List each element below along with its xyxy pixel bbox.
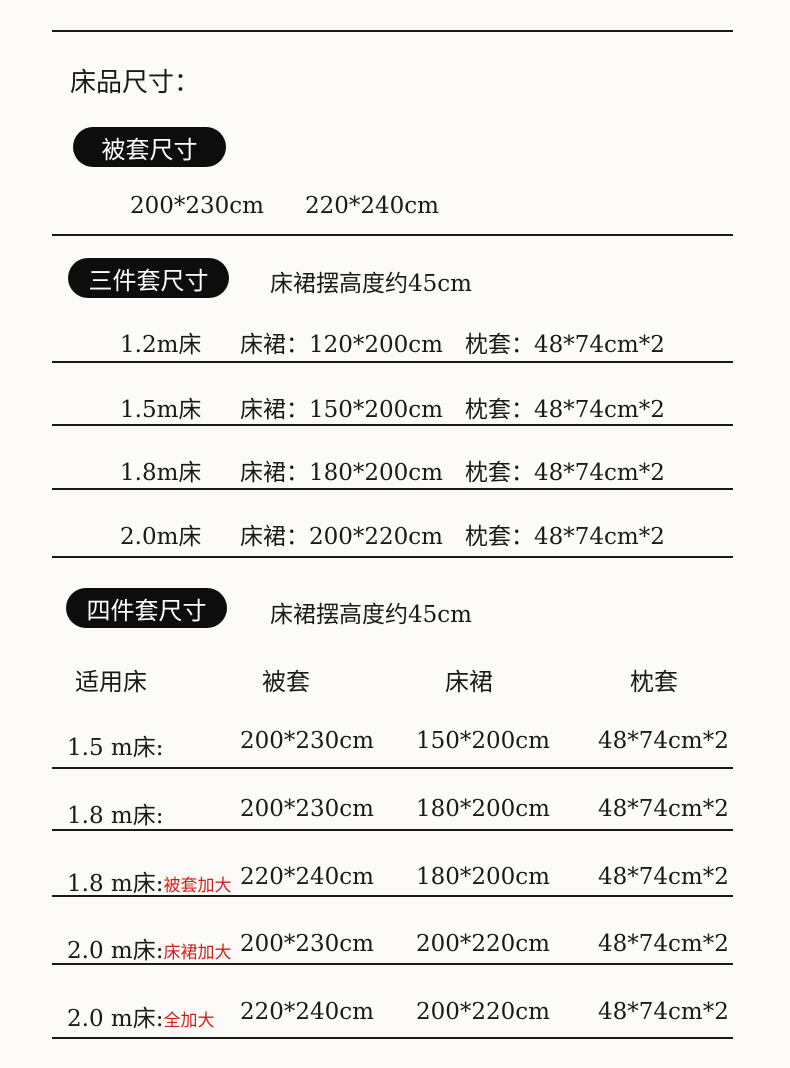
divider — [52, 424, 733, 426]
bed-size-text: 2.0 m床: — [67, 1006, 164, 1032]
pillowcase-size: 枕套：48*74cm*2 — [465, 397, 665, 423]
column-header-pillow: 枕套 — [630, 668, 678, 696]
bed-skirt-size: 床裙：120*200cm — [240, 332, 443, 358]
bed-size-text: 1.5 m床: — [67, 735, 164, 761]
duvet-size: 200*230cm — [240, 728, 374, 754]
divider-bottom — [52, 1037, 733, 1039]
pillowcase-size: 枕套：48*74cm*2 — [465, 332, 665, 358]
bed-size: 2.0m床 — [120, 524, 202, 550]
pillowcase-size: 48*74cm*2 — [598, 796, 729, 822]
divider — [52, 829, 733, 831]
bed-size: 1.5 m床: — [67, 728, 163, 762]
duvet-size: 220*240cm — [240, 999, 374, 1025]
bed-skirt-size: 床裙：200*220cm — [240, 524, 443, 550]
divider — [52, 963, 733, 965]
divider — [52, 361, 733, 363]
duvet-size-1: 200*230cm — [130, 193, 264, 219]
bed-skirt-size: 200*220cm — [416, 931, 550, 957]
bed-size-text: 1.8 m床: — [67, 871, 164, 897]
section-label-four-piece: 四件套尺寸 — [66, 588, 227, 628]
bed-size-text: 2.0 m床: — [67, 938, 164, 964]
pillowcase-size: 48*74cm*2 — [598, 728, 729, 754]
pillowcase-size: 48*74cm*2 — [598, 864, 729, 890]
duvet-size: 200*230cm — [240, 796, 374, 822]
bed-size: 1.8m床 — [120, 460, 202, 486]
bed-skirt-size: 200*220cm — [416, 999, 550, 1025]
pillowcase-size: 48*74cm*2 — [598, 931, 729, 957]
size-tag: 床裙加大 — [163, 943, 232, 963]
three-piece-note: 床裙摆高度约45cm — [270, 271, 472, 297]
page-title: 床品尺寸： — [70, 68, 201, 98]
four-piece-note: 床裙摆高度约45cm — [270, 602, 472, 628]
section-label-three-piece: 三件套尺寸 — [68, 258, 229, 298]
divider — [52, 895, 733, 897]
divider — [52, 234, 733, 236]
bed-skirt-size: 床裙：150*200cm — [240, 397, 443, 423]
bed-size: 2.0 m床:床裙加大 — [67, 931, 231, 965]
section-label-duvet: 被套尺寸 — [73, 127, 226, 167]
bed-skirt-size: 床裙：180*200cm — [240, 460, 443, 486]
column-header-bed: 适用床 — [75, 668, 147, 696]
divider-top — [52, 30, 733, 32]
size-tag: 被套加大 — [163, 876, 232, 896]
column-header-skirt: 床裙 — [445, 668, 493, 696]
bed-size: 2.0 m床:全加大 — [67, 999, 214, 1033]
bed-skirt-size: 180*200cm — [416, 864, 550, 890]
divider — [52, 767, 733, 769]
pillowcase-size: 枕套：48*74cm*2 — [465, 524, 665, 550]
bed-skirt-size: 150*200cm — [416, 728, 550, 754]
divider — [52, 556, 733, 558]
bed-skirt-size: 180*200cm — [416, 796, 550, 822]
pillowcase-size: 48*74cm*2 — [598, 999, 729, 1025]
pillowcase-size: 枕套：48*74cm*2 — [465, 460, 665, 486]
divider — [52, 488, 733, 490]
duvet-size: 200*230cm — [240, 931, 374, 957]
bed-size: 1.2m床 — [120, 332, 202, 358]
bed-size: 1.5m床 — [120, 397, 202, 423]
column-header-duvet: 被套 — [262, 668, 310, 696]
bed-size-text: 1.8 m床: — [67, 803, 164, 829]
size-tag: 全加大 — [163, 1011, 215, 1031]
bed-size: 1.8 m床:被套加大 — [67, 864, 231, 898]
duvet-size-2: 220*240cm — [305, 193, 439, 219]
bed-size: 1.8 m床: — [67, 796, 163, 830]
duvet-size: 220*240cm — [240, 864, 374, 890]
